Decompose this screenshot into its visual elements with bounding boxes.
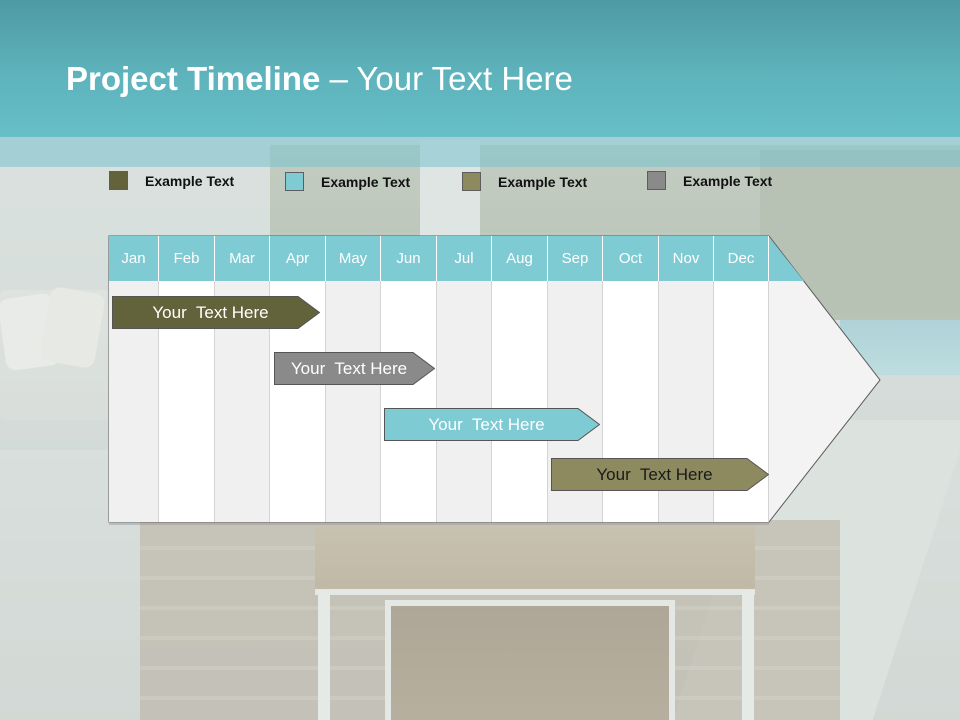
banner-strip (0, 137, 960, 167)
month-header-nov: Nov (659, 236, 714, 281)
month-header-dec: Dec (714, 236, 769, 281)
legend-label-3: Example Text (498, 173, 588, 190)
month-column-aug (492, 281, 548, 522)
task-label-4: Your Text Here (596, 464, 713, 484)
month-header-jun: Jun (381, 236, 437, 281)
legend-label-4: Example Text (683, 172, 773, 189)
month-header-may: May (326, 236, 381, 281)
month-header-aug: Aug (492, 236, 548, 281)
month-column-jul (437, 281, 492, 522)
legend-item-1[interactable]: Example Text (109, 171, 234, 190)
task-bar-3[interactable]: Your Text Here (384, 408, 600, 441)
month-header-oct: Oct (603, 236, 659, 281)
month-header-jul: Jul (437, 236, 492, 281)
title-rest-text: – Your Text Here (320, 60, 573, 97)
month-header-mar: Mar (215, 236, 270, 281)
legend-swatch-1 (109, 171, 128, 190)
task-arrow-shape-2 (274, 352, 435, 385)
title-banner (0, 0, 960, 137)
slide-title[interactable]: Project Timeline – Your Text Here (66, 60, 573, 98)
legend-label-1: Example Text (145, 172, 235, 189)
task-arrow-shape-3 (384, 408, 600, 441)
legend-label-2: Example Text (321, 173, 411, 190)
task-label-2: Your Text Here (290, 358, 408, 378)
month-header-apr: Apr (270, 236, 326, 281)
legend-swatch-4 (647, 171, 666, 190)
title-bold-text: Project Timeline (66, 60, 321, 97)
task-label-3: Your Text Here (428, 414, 545, 434)
month-header-feb: Feb (159, 236, 215, 281)
legend-swatch-2 (285, 172, 304, 191)
task-bar-1[interactable]: Your Text Here (112, 296, 320, 329)
month-header-sep: Sep (548, 236, 603, 281)
task-arrow-shape-4 (551, 458, 769, 491)
month-header-jan: Jan (109, 236, 159, 281)
month-column-may (326, 281, 381, 522)
legend-item-4[interactable]: Example Text (647, 171, 772, 190)
task-bar-4[interactable]: Your Text Here (551, 458, 769, 491)
task-bar-2[interactable]: Your Text Here (274, 352, 435, 385)
month-column-jun (381, 281, 437, 522)
task-label-1: Your Text Here (152, 302, 269, 322)
legend-swatch-3 (462, 172, 481, 191)
legend-item-2[interactable]: Example Text (285, 172, 410, 191)
legend-item-3[interactable]: Example Text (462, 172, 587, 191)
task-arrow-shape-1 (112, 296, 320, 329)
